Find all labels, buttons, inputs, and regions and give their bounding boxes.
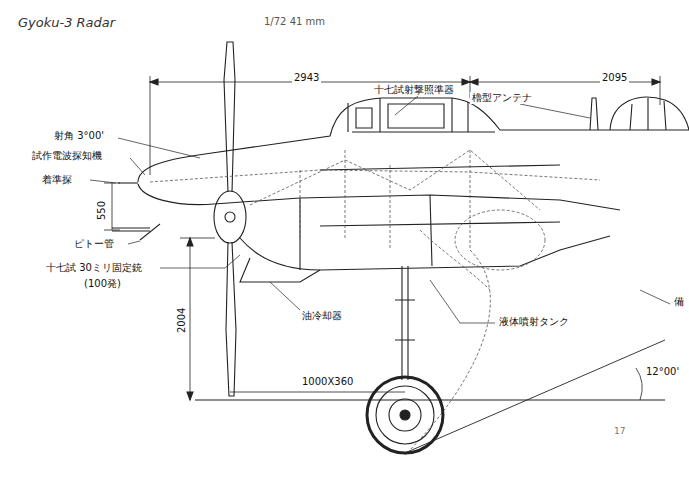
dimension: 2943 xyxy=(292,72,321,84)
part-label: 十七試射撃照準器 xyxy=(372,84,456,96)
part-label: 試作電波探知機 xyxy=(30,150,104,162)
page-number: 17 xyxy=(612,426,627,436)
handwritten-title: Gyoku-3 Radar xyxy=(16,16,117,31)
scale-note: 1/72 41 mm xyxy=(262,16,327,28)
part-label: (100発) xyxy=(82,278,123,290)
part-label: 液体噴射タンク xyxy=(497,316,571,328)
dimension: 2095 xyxy=(600,72,629,84)
part-label: 着準探 xyxy=(40,174,74,186)
angle-label: 12°00' xyxy=(644,366,681,378)
part-label: 備 xyxy=(672,296,686,308)
part-label: 櫓型アンテナ xyxy=(470,92,534,104)
part-label: 油冷却器 xyxy=(300,310,344,322)
dimension: 1000X360 xyxy=(300,376,355,388)
part-label: 十七試 30ミリ固定銃 xyxy=(44,262,144,274)
part-label: ピトー管 xyxy=(72,238,116,250)
part-label: 射角 3°00' xyxy=(52,130,106,142)
dimension: 2004 xyxy=(176,306,188,335)
dimension: 550 xyxy=(96,199,108,222)
